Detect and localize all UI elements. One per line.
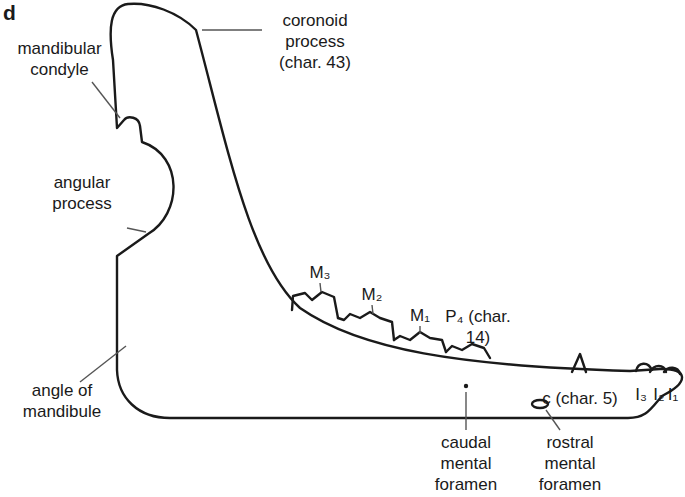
tooth-label: M₁ <box>405 305 435 326</box>
tooth-label: M₂ <box>357 284 387 305</box>
part-label: angle of mandibule <box>12 380 112 422</box>
tooth-label: I₁ <box>664 384 682 405</box>
leader-line <box>419 326 420 334</box>
tooth-m3 <box>292 292 338 318</box>
tooth-label: M₃ <box>305 262 335 283</box>
tooth-label: I₃ <box>630 384 652 405</box>
part-label: angular process <box>35 172 130 214</box>
leader-line <box>320 283 321 292</box>
incisor-3 <box>636 364 652 371</box>
tooth-m1 <box>394 332 446 352</box>
part-label: coronoid process (char. 43) <box>265 10 365 73</box>
canine <box>572 354 586 372</box>
tooth-label: I₂ <box>649 384 669 405</box>
leader-line <box>127 228 146 232</box>
leader-line <box>80 346 126 382</box>
tooth-m2 <box>338 312 394 340</box>
mandible-outline <box>111 4 682 418</box>
leader-line <box>465 392 466 430</box>
part-label: caudal mental foramen <box>426 432 506 495</box>
caudal-foramen <box>464 384 468 388</box>
leader-line <box>546 410 560 430</box>
part-label: rostral mental foramen <box>530 432 610 495</box>
leader-line <box>372 305 373 314</box>
incisor-1 <box>664 368 680 374</box>
part-label: mandibular condyle <box>2 38 117 80</box>
leader-line <box>202 29 262 30</box>
leader-line <box>92 82 120 118</box>
panel-letter: d <box>3 2 33 23</box>
tooth-label: c (char. 5) <box>540 388 620 409</box>
tooth-label: P₄ (char. 14) <box>435 306 521 348</box>
